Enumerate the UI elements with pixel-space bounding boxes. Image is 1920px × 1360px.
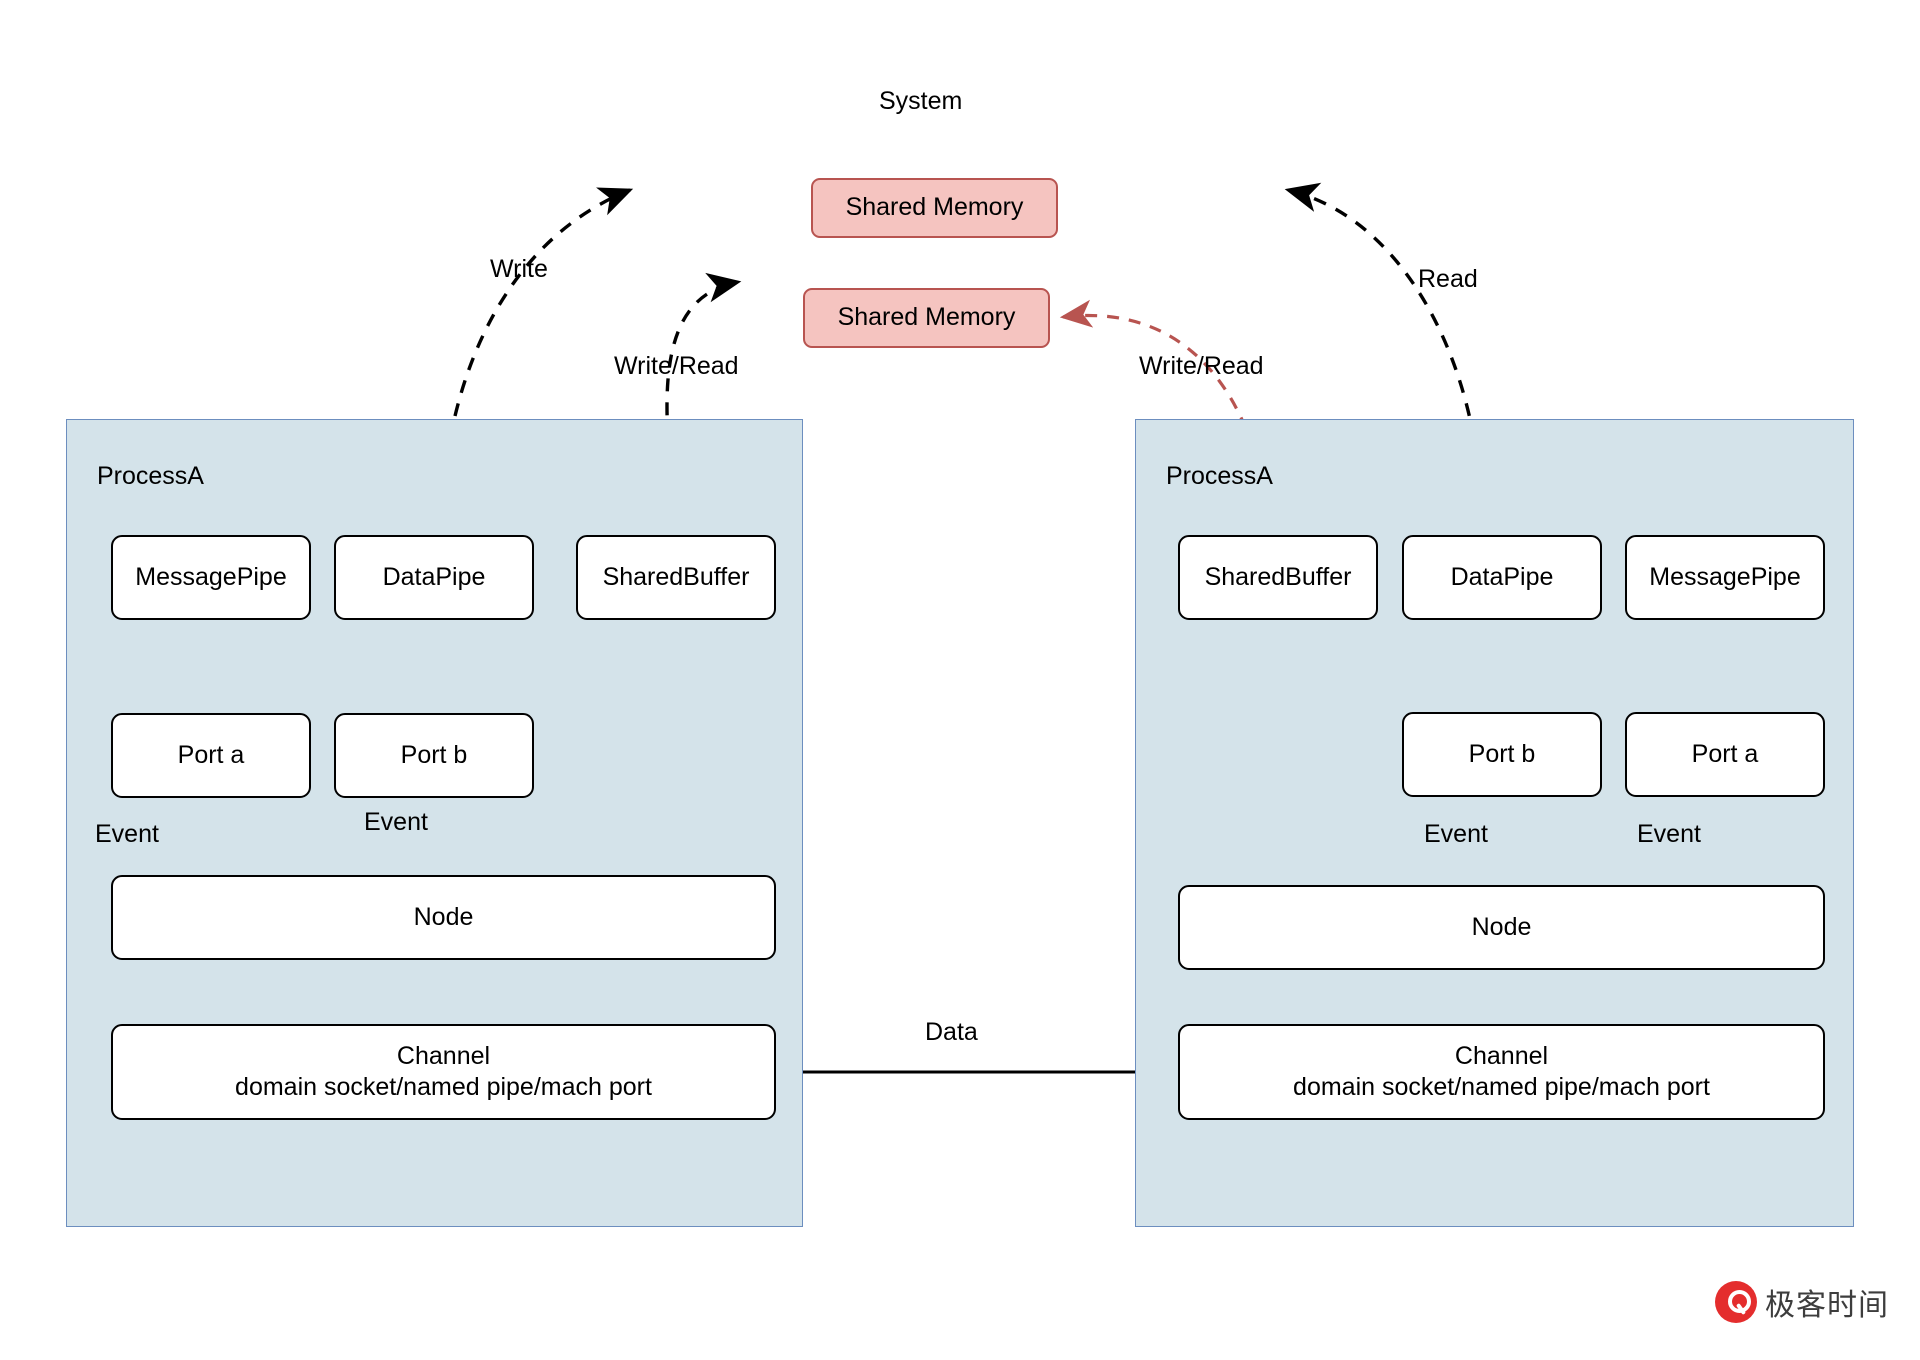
right-channel-box[interactable]: Channel domain socket/named pipe/mach po… — [1178, 1024, 1825, 1120]
right-pipe-sharedbuffer[interactable]: SharedBuffer — [1178, 535, 1378, 620]
right-event-label-2: Event — [1637, 820, 1701, 848]
shared-memory-box-2[interactable]: Shared Memory — [803, 288, 1050, 348]
left-channel-line2: domain socket/named pipe/mach port — [235, 1073, 652, 1101]
left-node-label: Node — [413, 902, 474, 931]
watermark: 极客时间 — [1715, 1280, 1889, 1324]
left-pipe-datapipe-label: DataPipe — [382, 562, 486, 591]
edge-label-write: Write — [490, 255, 548, 283]
shared-memory-box-2-label: Shared Memory — [837, 303, 1016, 332]
left-port-b[interactable]: Port b — [334, 713, 534, 798]
edge-label-read: Read — [1418, 265, 1478, 293]
shared-memory-box-1[interactable]: Shared Memory — [811, 178, 1058, 238]
right-node-label: Node — [1471, 912, 1532, 941]
left-port-a[interactable]: Port a — [111, 713, 311, 798]
right-channel-line1: Channel — [1454, 1041, 1549, 1070]
left-pipe-messagepipe[interactable]: MessagePipe — [111, 535, 311, 620]
right-pipe-sharedbuffer-label: SharedBuffer — [1204, 562, 1352, 591]
right-port-a[interactable]: Port a — [1625, 712, 1825, 797]
right-pipe-datapipe-label: DataPipe — [1450, 562, 1554, 591]
shared-memory-box-1-label: Shared Memory — [845, 193, 1024, 222]
right-pipe-messagepipe-label: MessagePipe — [1649, 562, 1801, 591]
right-node-box[interactable]: Node — [1178, 885, 1825, 970]
left-port-a-label: Port a — [177, 740, 245, 769]
left-pipe-datapipe[interactable]: DataPipe — [334, 535, 534, 620]
left-pipe-sharedbuffer[interactable]: SharedBuffer — [576, 535, 776, 620]
left-port-b-label: Port b — [400, 740, 468, 769]
right-port-b[interactable]: Port b — [1402, 712, 1602, 797]
right-pipe-messagepipe[interactable]: MessagePipe — [1625, 535, 1825, 620]
left-pipe-sharedbuffer-label: SharedBuffer — [602, 562, 750, 591]
geektime-logo-icon — [1715, 1281, 1757, 1323]
left-event-label-2: Event — [364, 808, 428, 836]
left-channel-box[interactable]: Channel domain socket/named pipe/mach po… — [111, 1024, 776, 1120]
right-port-a-label: Port a — [1691, 739, 1759, 768]
left-node-box[interactable]: Node — [111, 875, 776, 960]
system-title: System — [879, 87, 963, 115]
process-left-title: ProcessA — [97, 462, 204, 490]
process-right-title: ProcessA — [1166, 462, 1273, 490]
edge-label-write-read-right: Write/Read — [1139, 352, 1264, 380]
left-event-label-1: Event — [95, 820, 159, 848]
edge-label-data: Data — [925, 1018, 978, 1046]
edge-label-write-read-left: Write/Read — [614, 352, 739, 380]
left-pipe-messagepipe-label: MessagePipe — [135, 562, 287, 591]
right-port-b-label: Port b — [1468, 739, 1536, 768]
right-event-label-1: Event — [1424, 820, 1488, 848]
right-pipe-datapipe[interactable]: DataPipe — [1402, 535, 1602, 620]
right-channel-line2: domain socket/named pipe/mach port — [1293, 1073, 1710, 1101]
watermark-text: 极客时间 — [1765, 1288, 1889, 1323]
left-channel-line1: Channel — [396, 1041, 491, 1070]
